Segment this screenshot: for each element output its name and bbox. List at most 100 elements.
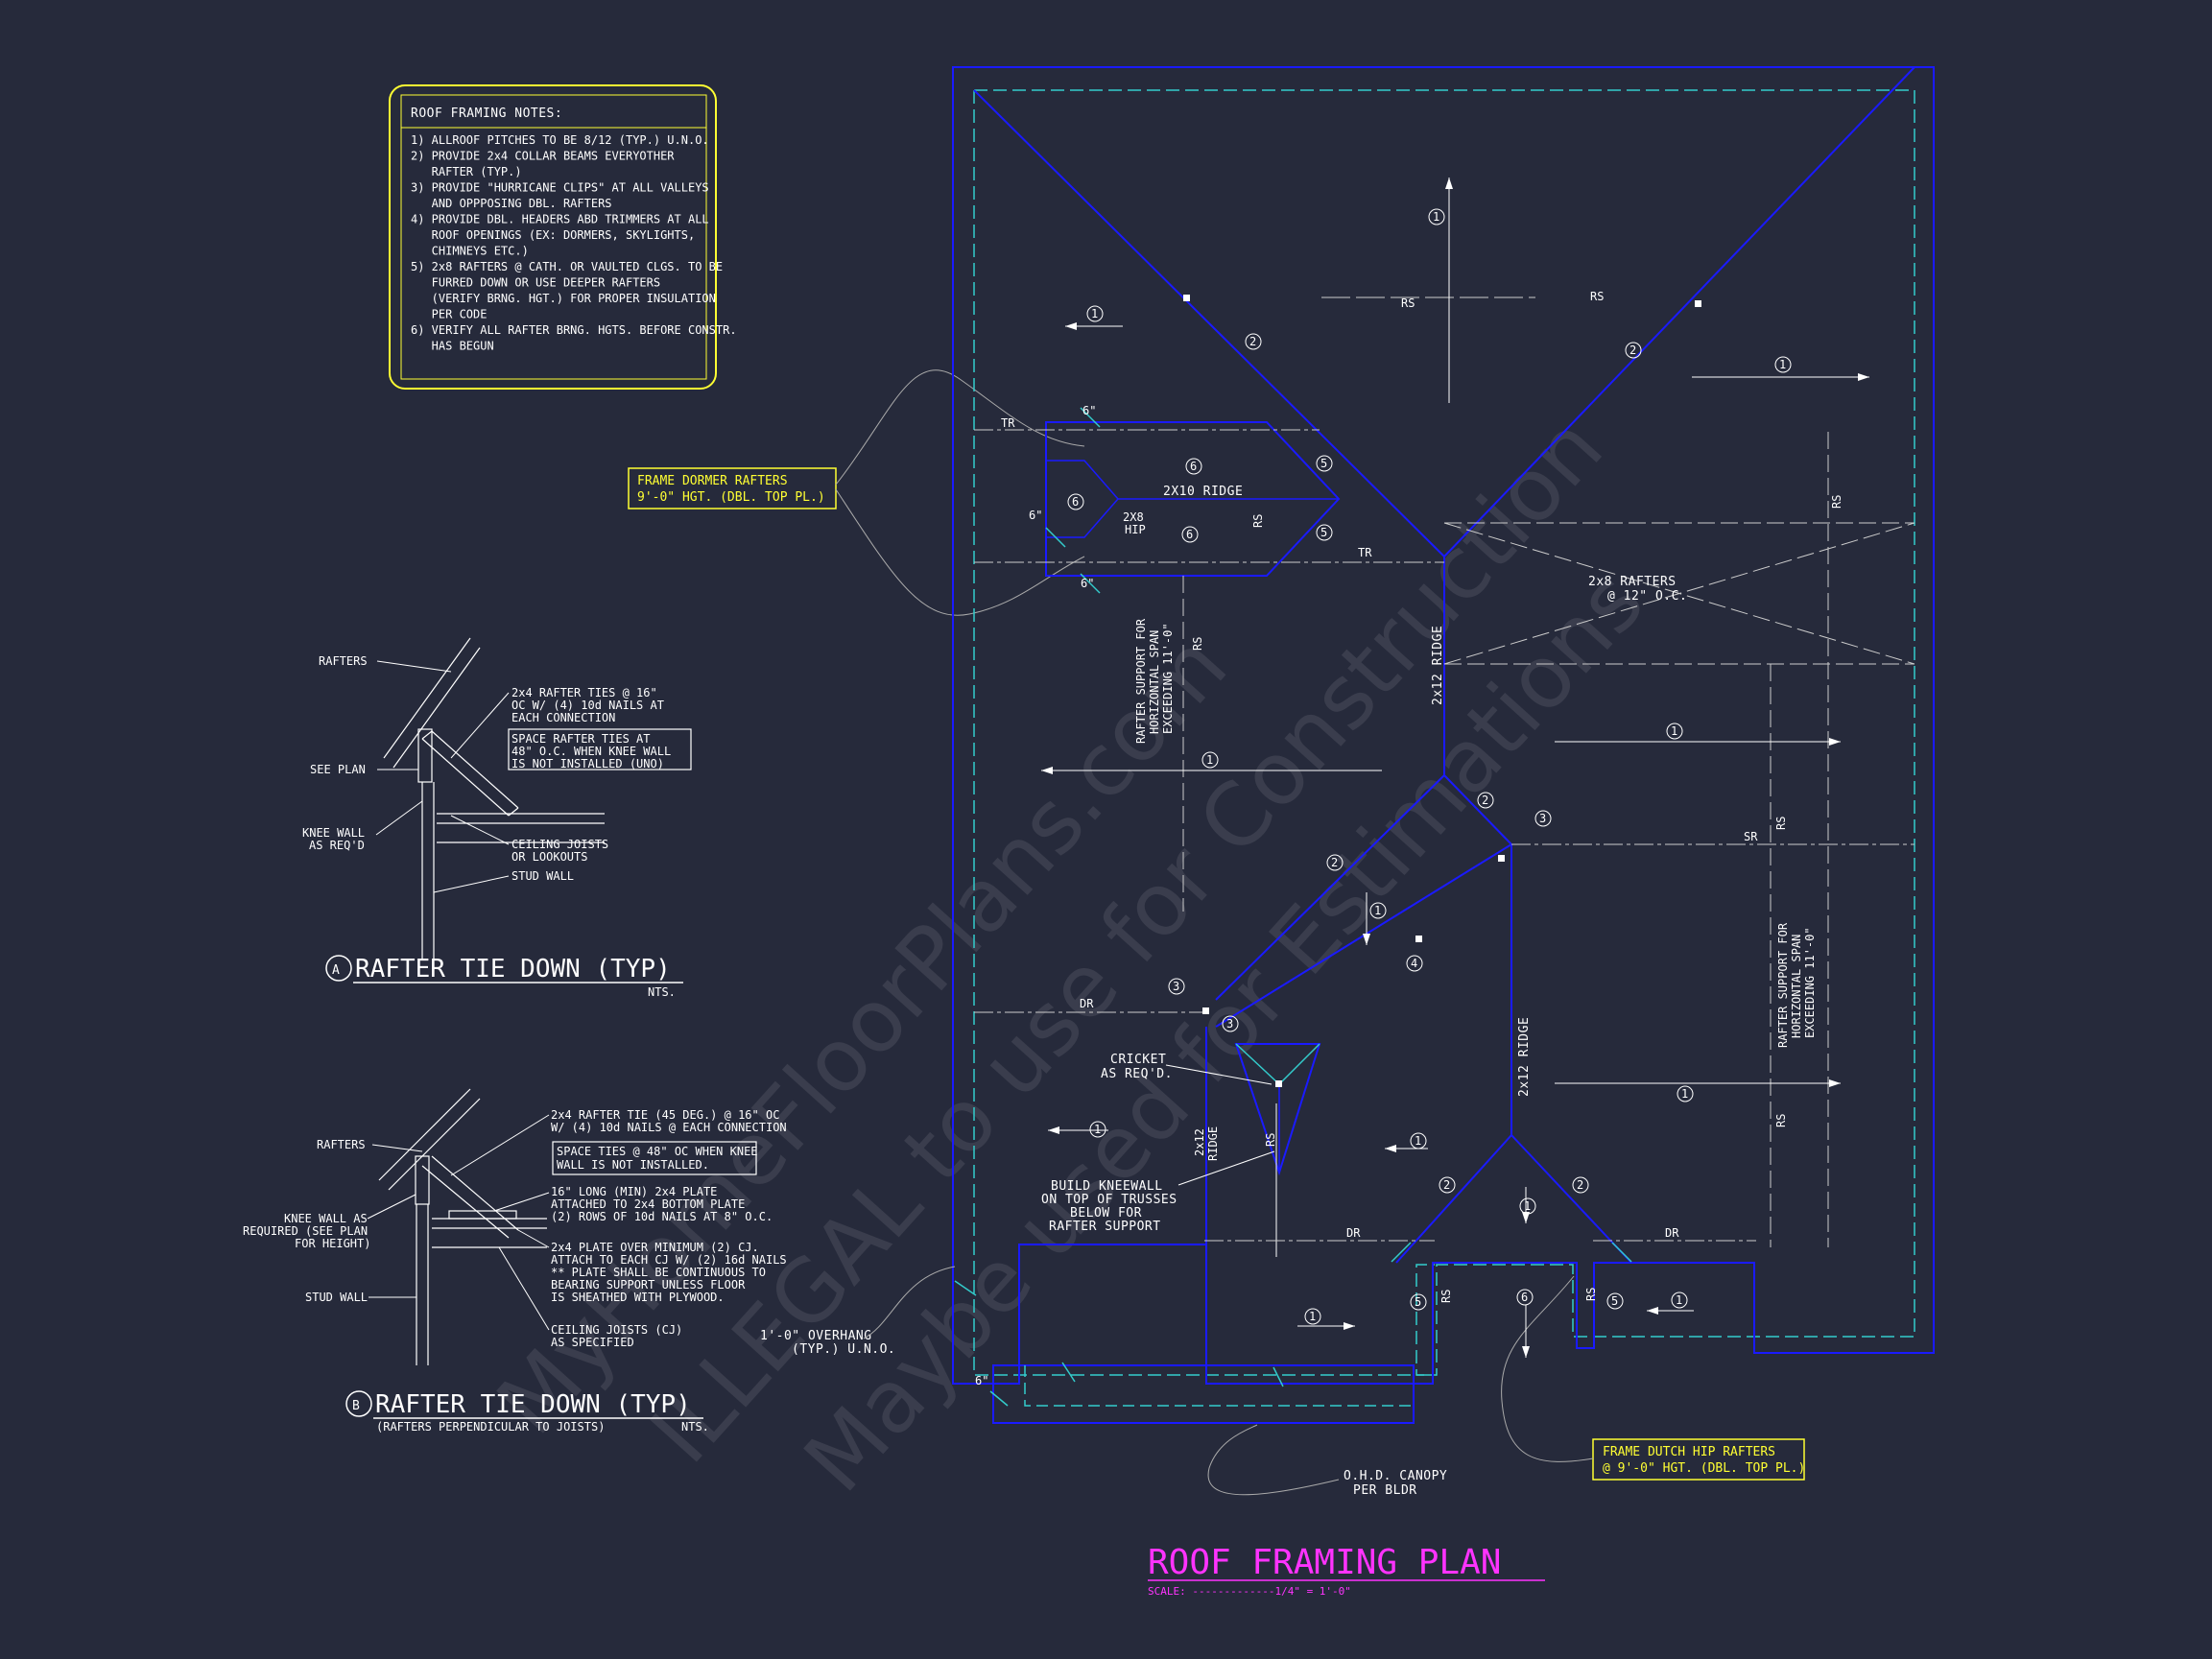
- rafter-tag-circle: [1316, 455, 1333, 472]
- detail-b-s2: WALL IS NOT INSTALLED.: [557, 1158, 709, 1172]
- detail-b-cj1: CEILING JOISTS (CJ): [551, 1323, 682, 1337]
- rafter-tag-circle: [1168, 978, 1185, 995]
- rafter-tag-circle: [1534, 810, 1552, 827]
- label-dr-2: DR: [1346, 1226, 1361, 1240]
- label-support-left-2: HORIZONTAL SPAN: [1148, 630, 1161, 734]
- rafter-tag-circle: [1222, 1015, 1239, 1032]
- rafter-tag-circle: [1245, 333, 1262, 350]
- dormer-callout-line2: 9'-0" HGT. (DBL. TOP PL.): [637, 490, 825, 505]
- notes-title: ROOF FRAMING NOTES:: [411, 107, 562, 121]
- roof-plan: [952, 66, 1935, 1424]
- rafter-tag-number: 5: [1611, 1294, 1618, 1308]
- detail-b-p1: 16" LONG (MIN) 2x4 PLATE: [551, 1185, 717, 1198]
- label-overhang-2: (TYP.) U.N.O.: [792, 1342, 895, 1357]
- detail-b-title: RAFTER TIE DOWN (TYP): [375, 1390, 691, 1419]
- detail-a-rafters: RAFTERS: [319, 654, 368, 668]
- rafter-tag-number: 1: [1415, 1134, 1421, 1148]
- notes-line: 3) PROVIDE "HURRICANE CLIPS" AT ALL VALL…: [411, 181, 709, 195]
- rafter-tag-circle: [1666, 723, 1683, 740]
- label-rs-1: RS: [1401, 296, 1415, 310]
- label-rs-10: RS: [1584, 1288, 1598, 1301]
- label-kneewall-1: BUILD KNEEWALL: [1051, 1179, 1163, 1194]
- detail-a-tie1: 2x4 RAFTER TIES @ 16": [511, 686, 657, 699]
- rafter-tag-circle: [1519, 1197, 1536, 1215]
- label-6in-1: 6": [1082, 404, 1096, 417]
- detail-b-sub: (RAFTERS PERPENDICULAR TO JOISTS): [376, 1420, 605, 1434]
- label-rs-9: RS: [1439, 1290, 1453, 1303]
- detail-b-q2: ATTACH TO EACH CJ W/ (2) 16d NAILS: [551, 1253, 787, 1267]
- rafter-tag-number: 6: [1190, 460, 1197, 473]
- detail-a-rafter-tie-down: [383, 637, 692, 960]
- label-support-right-2: HORIZONTAL SPAN: [1790, 935, 1803, 1038]
- detail-b-k3: FOR HEIGHT): [295, 1237, 370, 1250]
- label-support-left-1: RAFTER SUPPORT FOR: [1134, 618, 1148, 744]
- label-kneewall-3: BELOW FOR: [1070, 1206, 1142, 1221]
- label-ridge-small: RIDGE: [1206, 1126, 1220, 1161]
- detail-b-rafters: RAFTERS: [317, 1138, 366, 1151]
- dutch-callout-line1: FRAME DUTCH HIP RAFTERS: [1603, 1445, 1775, 1459]
- label-dr-1: DR: [1080, 997, 1094, 1010]
- detail-a-stud: STUD WALL: [511, 869, 574, 883]
- detail-a-space3: IS NOT INSTALLED (UNO): [511, 757, 664, 770]
- detail-b-k2: REQUIRED (SEE PLAN: [243, 1224, 368, 1238]
- detail-a-space2: 48" O.C. WHEN KNEE WALL: [511, 745, 671, 758]
- rafter-tag-number: 5: [1320, 457, 1327, 470]
- detail-a-tie2: OC W/ (4) 10d NAILS AT: [511, 699, 664, 712]
- label-rs-3: RS: [1251, 514, 1265, 528]
- notes-line: 5) 2x8 RAFTERS @ CATH. OR VAULTED CLGS. …: [411, 260, 723, 273]
- rafter-tag-number: 2: [1577, 1178, 1583, 1192]
- rafter-tag-circle: [1185, 458, 1202, 475]
- label-dr-3: DR: [1665, 1226, 1679, 1240]
- detail-b-cj2: AS SPECIFIED: [551, 1336, 634, 1349]
- label-support-left-3: EXCEEDING 11'-0": [1161, 623, 1175, 734]
- detail-b-nts: NTS.: [681, 1420, 709, 1434]
- rafter-tag-circle: [1625, 342, 1642, 359]
- label-6in-2: 6": [1029, 509, 1042, 522]
- notes-line: HAS BEGUN: [411, 340, 494, 353]
- rafter-tag-circle: [1477, 792, 1494, 809]
- rafter-tag-circle: [1439, 1176, 1456, 1194]
- dormer-callout-line1: FRAME DORMER RAFTERS: [637, 474, 788, 488]
- rafter-tag-circle: [1606, 1292, 1624, 1310]
- rafter-tag-number: 6: [1186, 528, 1193, 541]
- notes-line: 4) PROVIDE DBL. HEADERS ABD TRIMMERS AT …: [411, 213, 709, 226]
- rafter-tag-circle: [1201, 751, 1219, 769]
- watermark-line-2: ILLEGAL to use for Construction: [631, 398, 1622, 1482]
- dutch-hip-callout: FRAME DUTCH HIP RAFTERS @ 9'-0" HGT. (DB…: [1501, 1275, 1805, 1481]
- label-rs-2: RS: [1590, 290, 1604, 303]
- label-rs-8: RS: [1264, 1133, 1277, 1147]
- rafter-tag-number: 3: [1539, 812, 1546, 825]
- detail-a-marker: A: [332, 963, 340, 978]
- title-block: ROOF FRAMING PLAN SCALE: -------------1/…: [1148, 1543, 1545, 1598]
- notes-lines: 1) ALLROOF PITCHES TO BE 8/12 (TYP.) U.N…: [411, 133, 737, 353]
- notes-line: 1) ALLROOF PITCHES TO BE 8/12 (TYP.) U.N…: [411, 133, 709, 147]
- label-support-right-3: EXCEEDING 11'-0": [1803, 927, 1817, 1038]
- notes-line: 6) VERIFY ALL RAFTER BRNG. HGTS. BEFORE …: [411, 323, 737, 337]
- plan-scale: SCALE: -------------1/4" = 1'-0": [1148, 1585, 1351, 1598]
- rafter-tag-number: 1: [1374, 904, 1381, 917]
- label-tr-top: TR: [1001, 416, 1015, 430]
- detail-a-space1: SPACE RAFTER TIES AT: [511, 732, 651, 746]
- label-2x12-ridge-upper: 2x12 RIDGE: [1431, 626, 1445, 705]
- label-2x10-ridge: 2X10 RIDGE: [1163, 485, 1243, 499]
- plan-labels: 2X10 RIDGE 2X8 HIP 2x8 RAFTERS @ 12" O.C…: [760, 290, 1843, 1498]
- detail-b-s1: SPACE TIES @ 48" OC WHEN KNEE: [557, 1145, 758, 1158]
- detail-b-rafter-tie-down: [378, 1088, 757, 1365]
- label-sr: SR: [1744, 830, 1758, 843]
- detail-a-ceil1: CEILING JOISTS: [511, 838, 608, 851]
- rafter-tag-circle: [1326, 854, 1344, 871]
- detail-a-knee2: AS REQ'D: [309, 839, 365, 852]
- rafter-tag-circle: [1428, 208, 1445, 225]
- rafter-tag-number: 1: [1676, 1293, 1682, 1307]
- rafter-tag-number: 2: [1629, 344, 1636, 357]
- notes-line: CHIMNEYS ETC.): [411, 245, 529, 258]
- rafter-tag-circle: [1089, 1121, 1106, 1138]
- label-rs-7: RS: [1774, 1114, 1788, 1127]
- plan-title: ROOF FRAMING PLAN: [1148, 1543, 1501, 1582]
- detail-b-l1: 2x4 RAFTER TIE (45 DEG.) @ 16" OC: [551, 1108, 779, 1122]
- notes-line: (VERIFY BRNG. HGT.) FOR PROPER INSULATIO…: [411, 292, 716, 305]
- label-rs-4: RS: [1191, 637, 1204, 651]
- rafter-tag-number: 1: [1433, 210, 1439, 224]
